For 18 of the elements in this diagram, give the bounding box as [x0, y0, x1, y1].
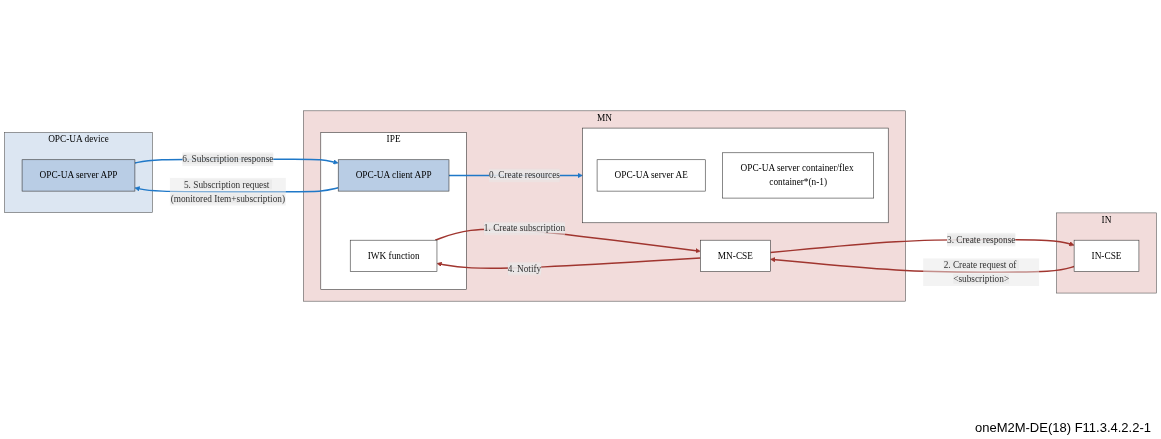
arrow	[770, 257, 1075, 273]
edge-label: 1. Create subscription	[483, 223, 566, 234]
edge-label: 5. Subscription request (monitored Item+subscription)	[170, 179, 286, 204]
node-box: MN-CSE	[700, 239, 771, 272]
edge-label: 6. Subscription response	[182, 153, 274, 164]
node-box: OPC-UA server AE	[596, 159, 706, 192]
node-box: OPC-UA server APP	[21, 159, 136, 192]
arrow	[134, 186, 339, 193]
figure-caption: oneM2M-DE(18) F11.3.4.2.2-1	[974, 420, 1151, 435]
node-box: OPC-UA server container/flex container*(n-1)	[722, 152, 874, 199]
edge-label: 3. Create response	[946, 234, 1016, 245]
edge-label: 2. Create request of <subscription>	[943, 259, 1017, 284]
edge-label: 4. Notify	[507, 263, 542, 274]
node-box: OPC-UA client APP	[337, 159, 450, 192]
node-box: IN-CSE	[1073, 239, 1140, 272]
edge-label: 0. Create resources	[489, 170, 560, 181]
cluster	[582, 127, 889, 224]
node-box: IWK function	[349, 239, 438, 272]
